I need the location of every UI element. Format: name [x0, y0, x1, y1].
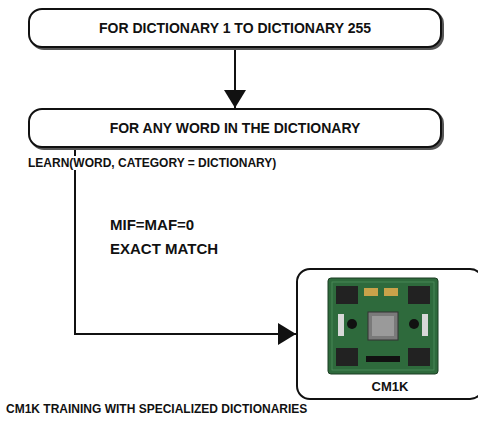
flow-arrow: [75, 148, 296, 345]
setting-label: EXACT MATCH: [110, 240, 218, 257]
loop-box: FOR ANY WORD IN THE DICTIONARY: [28, 108, 442, 148]
flow-arrow: [224, 48, 246, 108]
board-box: CM1K: [296, 268, 478, 400]
caption: CM1K TRAINING WITH SPECIALIZED DICTIONAR…: [6, 402, 307, 416]
board-picture: [322, 276, 444, 376]
loop-box: FOR DICTIONARY 1 TO DICTIONARY 255: [28, 8, 442, 48]
node-text: CM1K: [298, 379, 478, 394]
node-text: FOR ANY WORD IN THE DICTIONARY: [110, 120, 361, 136]
edge-label: LEARN(WORD, CATEGORY = DICTIONARY): [26, 156, 278, 170]
node-text: FOR DICTIONARY 1 TO DICTIONARY 255: [99, 20, 371, 36]
setting-label: MIF=MAF=0: [110, 216, 194, 233]
